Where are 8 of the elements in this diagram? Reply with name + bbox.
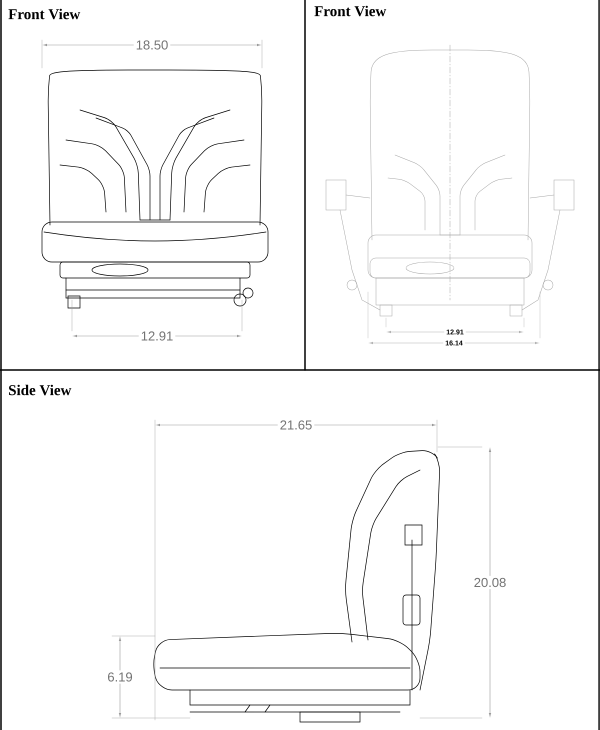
- dimension-label: 18.50: [134, 38, 170, 52]
- view-title: Front View: [314, 6, 386, 16]
- view-title: Side View: [9, 384, 72, 396]
- dimension-label: 20.08: [472, 576, 508, 590]
- dimension-label: 6.19: [105, 670, 135, 684]
- dimension-label: 21.65: [278, 418, 314, 432]
- dimension-label: 12.91: [138, 329, 176, 343]
- view-title: Front View: [8, 8, 80, 20]
